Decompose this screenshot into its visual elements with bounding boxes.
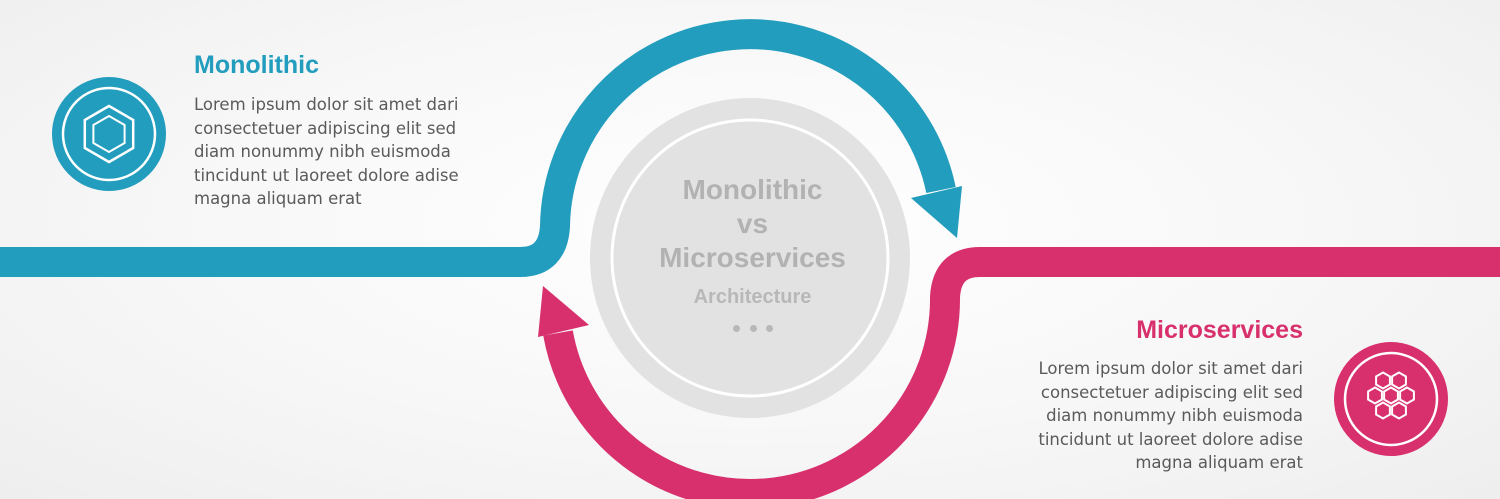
description-line: tincidunt ut laoreet dolore adise: [1038, 429, 1303, 449]
dot: [733, 324, 740, 332]
center-subtitle: Architecture: [693, 286, 812, 308]
description-line: Lorem ipsum dolor sit amet dari: [194, 95, 459, 114]
center-circle-ring: [610, 118, 890, 398]
monolithic-flow-line: [0, 19, 956, 277]
description-line: consectetuer adipiscing elit sed: [1040, 382, 1303, 402]
description-line: consectetuer adipiscing elit sed: [194, 118, 457, 138]
center-title-line-1: Monolithic: [682, 174, 823, 205]
dot: [749, 324, 757, 332]
microservices-arrowhead: [538, 286, 589, 337]
microservices-title: Microservices: [1136, 316, 1303, 344]
monolithic-arrowhead: [911, 186, 962, 238]
monolithic-title: Monolithic: [194, 51, 319, 79]
hexagon-cluster-icon: [1334, 342, 1448, 456]
description-line: magna aliquam erat: [194, 189, 362, 208]
dot: [766, 324, 773, 332]
description-line: tincidunt ut laoreet dolore adise: [194, 165, 459, 185]
ellipsis-dots: [733, 322, 773, 334]
center-title-line-3: Microservices: [659, 242, 846, 273]
single-hexagon-icon: [52, 77, 166, 191]
center-title-line-2: vs: [736, 208, 769, 239]
description-line: Lorem ipsum dolor sit amet dari: [1038, 359, 1304, 378]
microservices-description: Lorem ipsum dolor sit amet dari consecte…: [973, 357, 1303, 475]
monolithic-description: Lorem ipsum dolor sit amet dari consecte…: [194, 93, 524, 211]
description-line: diam nonummy nibh euismoda: [1046, 406, 1303, 425]
center-circle: [590, 98, 910, 418]
microservices-flow-line: [543, 247, 1500, 499]
description-line: magna aliquam erat: [1135, 453, 1303, 472]
description-line: diam nonummy nibh euismoda: [194, 142, 451, 161]
